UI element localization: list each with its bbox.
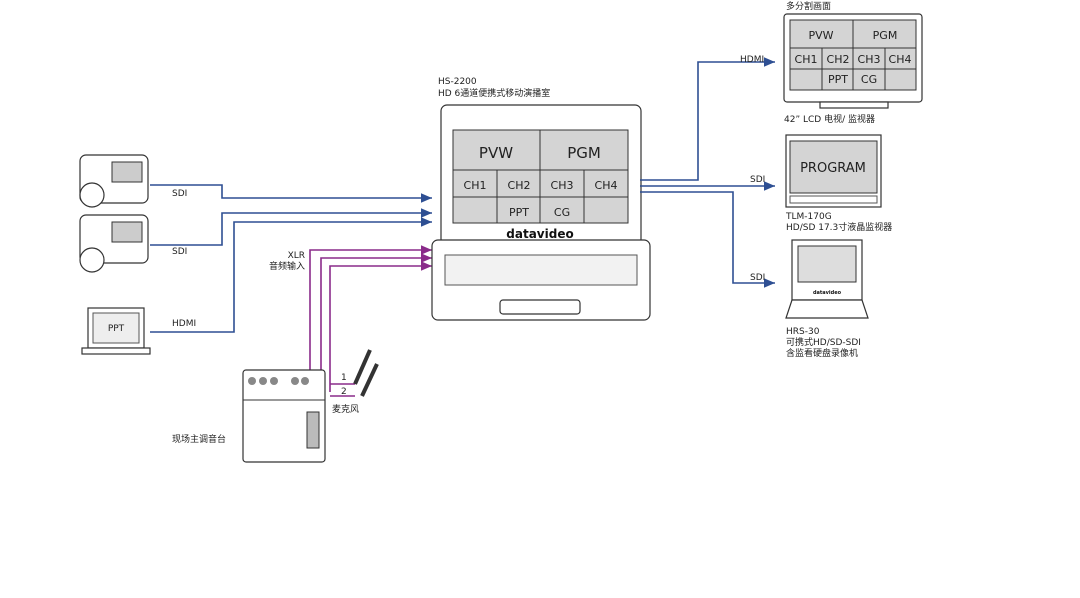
ch2-cell: CH2 [508, 179, 531, 192]
tlm-170g-monitor: PROGRAM [785, 134, 882, 208]
mv-ch2: CH2 [827, 53, 850, 66]
hrs-logo: datavideo [813, 290, 842, 296]
camera-1 [79, 154, 149, 208]
hrs-model: HRS-30 [786, 327, 820, 337]
mv-pvw: PVW [808, 29, 833, 42]
xlr-cable-1 [309, 245, 432, 370]
xlr-label: XLR [288, 251, 305, 261]
sdi-cable-2 [150, 208, 432, 246]
mv-ppt: PPT [828, 73, 848, 86]
audio-mixer [242, 369, 326, 463]
lcd-monitor-42: PVW PGM CH1 CH2 CH3 CH4 PPT CG [783, 13, 923, 109]
sdi-label-1: SDI [172, 189, 187, 199]
ppt-cell: PPT [509, 206, 529, 219]
audio-input-label: 音频输入 [269, 260, 305, 272]
mixer-label: 现场主调音台 [172, 433, 226, 445]
hdmi-out-label: HDMI [740, 55, 764, 65]
mv-ch3: CH3 [858, 53, 881, 66]
mic-2-label: 2 [341, 387, 347, 397]
switcher-model: HS-2200 [438, 77, 477, 87]
mv-pgm: PGM [873, 29, 898, 42]
mv-cg: CG [861, 73, 877, 86]
switcher-desc: HD 6通道便携式移动演播室 [438, 87, 550, 99]
mic-label: 麦克风 [332, 403, 359, 415]
mv-ch4: CH4 [889, 53, 912, 66]
xlr-cable-2 [320, 253, 432, 370]
datavideo-logo: datavideo [506, 227, 573, 241]
multiview-title: 多分割画面 [786, 0, 831, 12]
cg-cell: CG [554, 206, 570, 219]
lcd-caption: 42” LCD 电视/ 监视器 [784, 113, 875, 125]
ch3-cell: CH3 [551, 179, 574, 192]
mic-1-label: 1 [341, 373, 347, 383]
hrs-desc-1: 可携式HD/SD-SDI [786, 336, 861, 348]
tlm-desc: HD/SD 17.3寸液晶监视器 [786, 221, 892, 233]
mic-cables [330, 383, 355, 397]
sdi-out-cable-2 [640, 191, 775, 288]
ch4-cell: CH4 [595, 179, 618, 192]
mv-ch1: CH1 [795, 53, 818, 66]
pgm-cell: PGM [567, 144, 601, 162]
hs-2200-switcher: PVW PGM CH1 CH2 CH3 CH4 PPT CG datavideo [431, 104, 651, 321]
ppt-laptop: PPT [81, 307, 151, 355]
hrs-desc-2: 含监看硬盘录像机 [786, 347, 858, 359]
ppt-screen-label: PPT [108, 324, 125, 334]
hrs-30-recorder: datavideo [785, 239, 869, 319]
sdi-out-label-1: SDI [750, 175, 765, 185]
ch1-cell: CH1 [464, 179, 487, 192]
hdmi-label-ppt: HDMI [172, 319, 196, 329]
hdmi-cable-ppt [150, 217, 432, 333]
microphones [353, 349, 379, 397]
pvw-cell: PVW [479, 144, 513, 162]
camera-2 [79, 214, 149, 273]
sdi-label-2: SDI [172, 247, 187, 257]
sdi-cable-1 [150, 184, 432, 203]
sdi-out-label-2: SDI [750, 273, 765, 283]
xlr-cable-3 [329, 261, 432, 392]
hdmi-out-cable [640, 57, 775, 181]
program-screen: PROGRAM [800, 161, 866, 176]
tlm-model: TLM-170G [785, 212, 832, 222]
